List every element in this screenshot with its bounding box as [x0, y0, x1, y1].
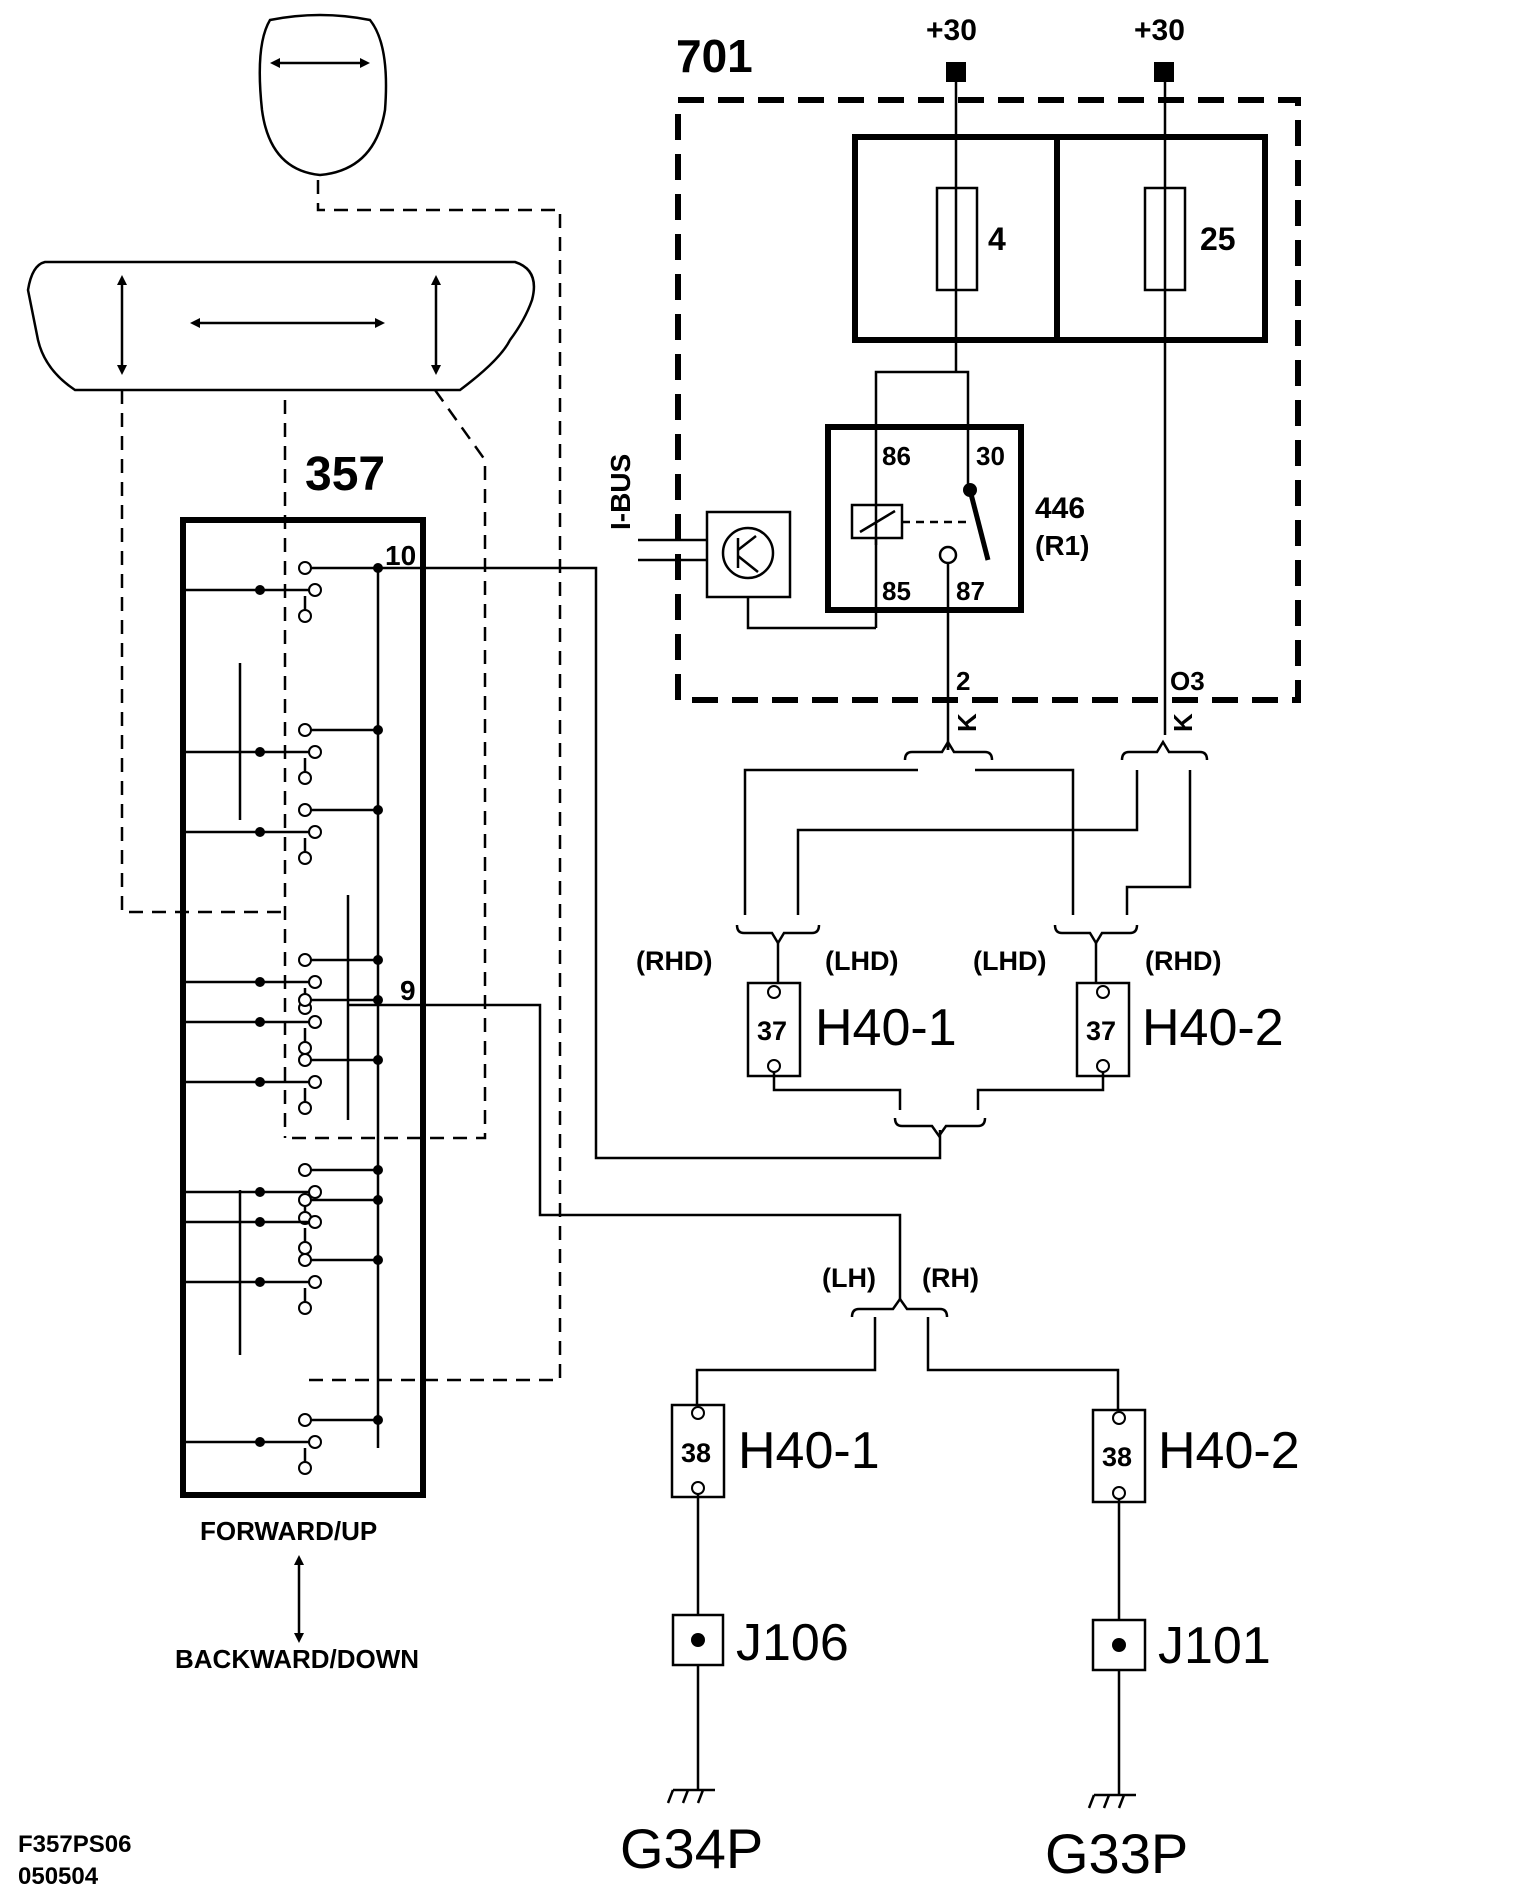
- label-701: 701: [676, 30, 753, 82]
- label-fuse-4: 4: [988, 221, 1006, 257]
- label-ibus: I-BUS: [605, 454, 636, 530]
- label-fuse-25: 25: [1200, 221, 1236, 257]
- seat-icon: [26, 260, 536, 392]
- label-357: 357: [305, 448, 385, 501]
- label-wire-k2: K: [1168, 713, 1198, 732]
- label-rh: (RH): [922, 1263, 979, 1293]
- label-pin-30: 30: [976, 441, 1005, 471]
- label-g33p: G33P: [1045, 1822, 1188, 1885]
- relay-446: [825, 424, 1024, 613]
- label-38a: 38: [681, 1438, 711, 1468]
- mirror-icon: [258, 13, 388, 177]
- label-supply-b: +30: [1134, 14, 1185, 47]
- label-pin-85: 85: [882, 576, 911, 606]
- label-rhd-2: (RHD): [1145, 946, 1221, 976]
- switch-contacts: [186, 561, 383, 1475]
- label-h40-2-top: H40-2: [1142, 999, 1284, 1057]
- label-lhd-2: (LHD): [973, 946, 1046, 976]
- label-relay-446: 446: [1035, 492, 1085, 525]
- label-out-o3: O3: [1170, 666, 1205, 696]
- label-rhd-1: (RHD): [636, 946, 712, 976]
- label-wire-k1: K: [952, 713, 982, 732]
- label-pin-9: 9: [400, 975, 416, 1006]
- label-37b: 37: [1086, 1016, 1116, 1046]
- wiring-38: [666, 1275, 1147, 1809]
- label-h40-2-bot: H40-2: [1158, 1422, 1300, 1480]
- label-ref-date: 050504: [18, 1863, 99, 1890]
- module-701: [638, 62, 1301, 750]
- label-forward-up: FORWARD/UP: [200, 1516, 377, 1546]
- transistor: [705, 510, 792, 599]
- label-backward-down: BACKWARD/DOWN: [175, 1644, 419, 1674]
- label-relay-r1: (R1): [1035, 530, 1089, 561]
- ground-icon-g33p: [1087, 1793, 1136, 1809]
- label-supply-a: +30: [926, 14, 977, 47]
- label-h40-1-top: H40-1: [815, 999, 957, 1057]
- switch-wires: [348, 566, 942, 1275]
- ground-icon-g34p: [666, 1788, 715, 1804]
- label-38b: 38: [1102, 1442, 1132, 1472]
- switch-357: [180, 517, 426, 1498]
- wiring-37: [735, 739, 1209, 1139]
- label-h40-1-bot: H40-1: [738, 1422, 880, 1480]
- label-pin-86: 86: [882, 441, 911, 471]
- label-out-2: 2: [956, 666, 970, 696]
- supply-terminal-a: [946, 62, 966, 82]
- label-g34p: G34P: [620, 1817, 763, 1880]
- label-ref-code: F357PS06: [18, 1831, 131, 1858]
- label-37a: 37: [757, 1016, 787, 1046]
- label-lhd-1: (LHD): [825, 946, 898, 976]
- label-lh: (LH): [822, 1263, 876, 1293]
- supply-terminal-b: [1154, 62, 1174, 82]
- label-pin-87: 87: [956, 576, 985, 606]
- label-pin-10: 10: [385, 540, 416, 571]
- label-j106: J106: [736, 1614, 849, 1672]
- label-j101: J101: [1158, 1617, 1271, 1675]
